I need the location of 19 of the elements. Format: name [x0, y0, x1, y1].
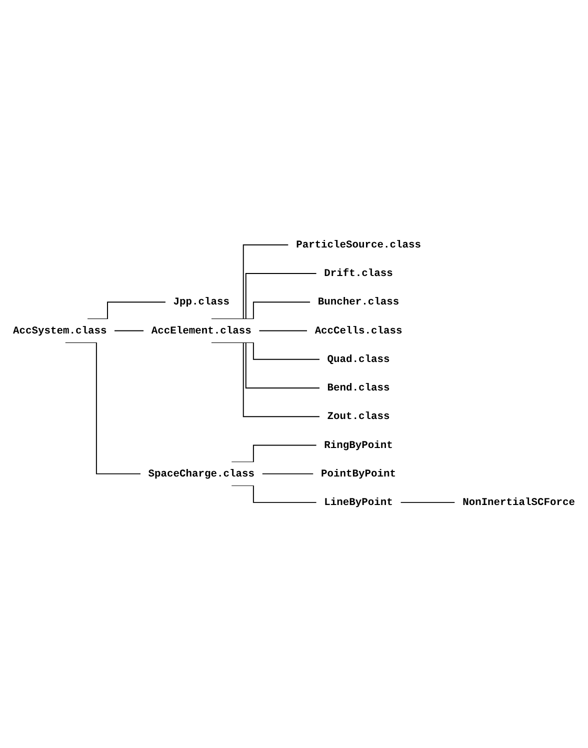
node-text: RingByPoint — [324, 440, 393, 452]
connector — [400, 502, 456, 504]
node-text: PointByPoint — [321, 468, 396, 480]
connector — [262, 474, 314, 475]
connector — [210, 244, 289, 320]
connector — [87, 302, 166, 320]
node-text: Buncher.class — [318, 296, 400, 308]
node-text: Quad.class — [327, 354, 390, 366]
node-text: LineByPoint — [324, 496, 393, 509]
connector — [231, 445, 317, 463]
node-text: ParticleSource.class — [296, 239, 421, 252]
node-text: Zout.class — [327, 411, 390, 423]
node-text: AccCells.class — [314, 325, 402, 337]
node-text: NonInertialSCForce — [462, 496, 575, 509]
connector — [258, 330, 308, 332]
node-text: Drift.class — [324, 268, 393, 280]
node-text: Jpp.class — [173, 296, 230, 308]
connector — [114, 330, 144, 332]
node-text: Bend.class — [327, 382, 390, 394]
